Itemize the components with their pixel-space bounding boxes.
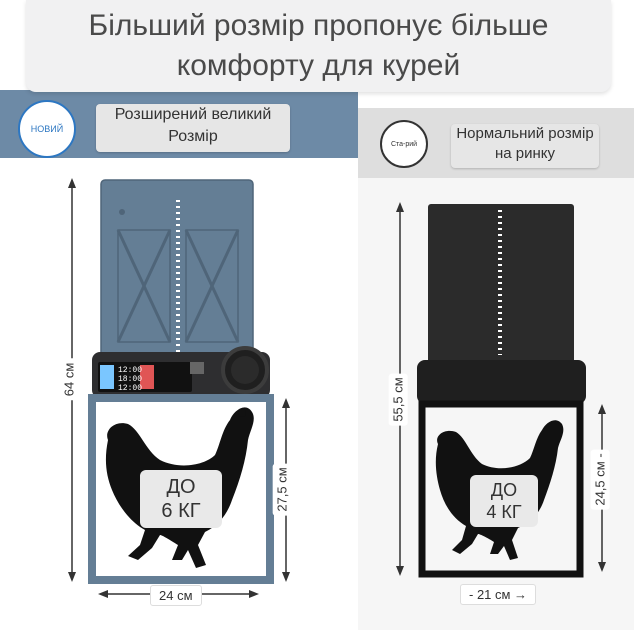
old-badge-label: Ста-рий [390, 140, 418, 148]
old-weight-label: ДО 4 КГ [470, 475, 538, 527]
old-size-label: Нормальний розмір на ринку [451, 124, 599, 168]
display-time-1: 12:00 [118, 366, 142, 375]
new-weight-value: 6 КГ [161, 500, 201, 522]
page-title: Більший розмір пропонує більше комфорту … [88, 9, 549, 82]
old-total-height: 55,5 см [388, 373, 408, 426]
header-banner: Більший розмір пропонує більше комфорту … [26, 0, 611, 92]
old-weight-value: 4 КГ [486, 502, 522, 522]
new-weight-prefix: ДО [166, 476, 196, 498]
display-time-2: 18:00 [118, 375, 142, 384]
new-total-height: 64 см [59, 358, 79, 401]
old-opening-height: 24,5 см - [590, 449, 610, 510]
new-opening-height: 27,5 см [272, 463, 292, 516]
new-badge-label: НОВИЙ [30, 124, 64, 134]
new-size-label: Розширений великий Розмір [96, 104, 290, 152]
new-badge: НОВИЙ [18, 100, 76, 158]
old-width: - 21 см → [460, 584, 537, 605]
new-door [88, 179, 274, 584]
display-time-3: 12:00 [118, 384, 142, 393]
new-weight-label: ДО 6 КГ [140, 470, 222, 528]
old-badge: Ста-рий [380, 120, 428, 168]
new-width: 24 см [150, 585, 202, 606]
old-weight-prefix: ДО [490, 480, 518, 500]
old-door [417, 204, 586, 578]
